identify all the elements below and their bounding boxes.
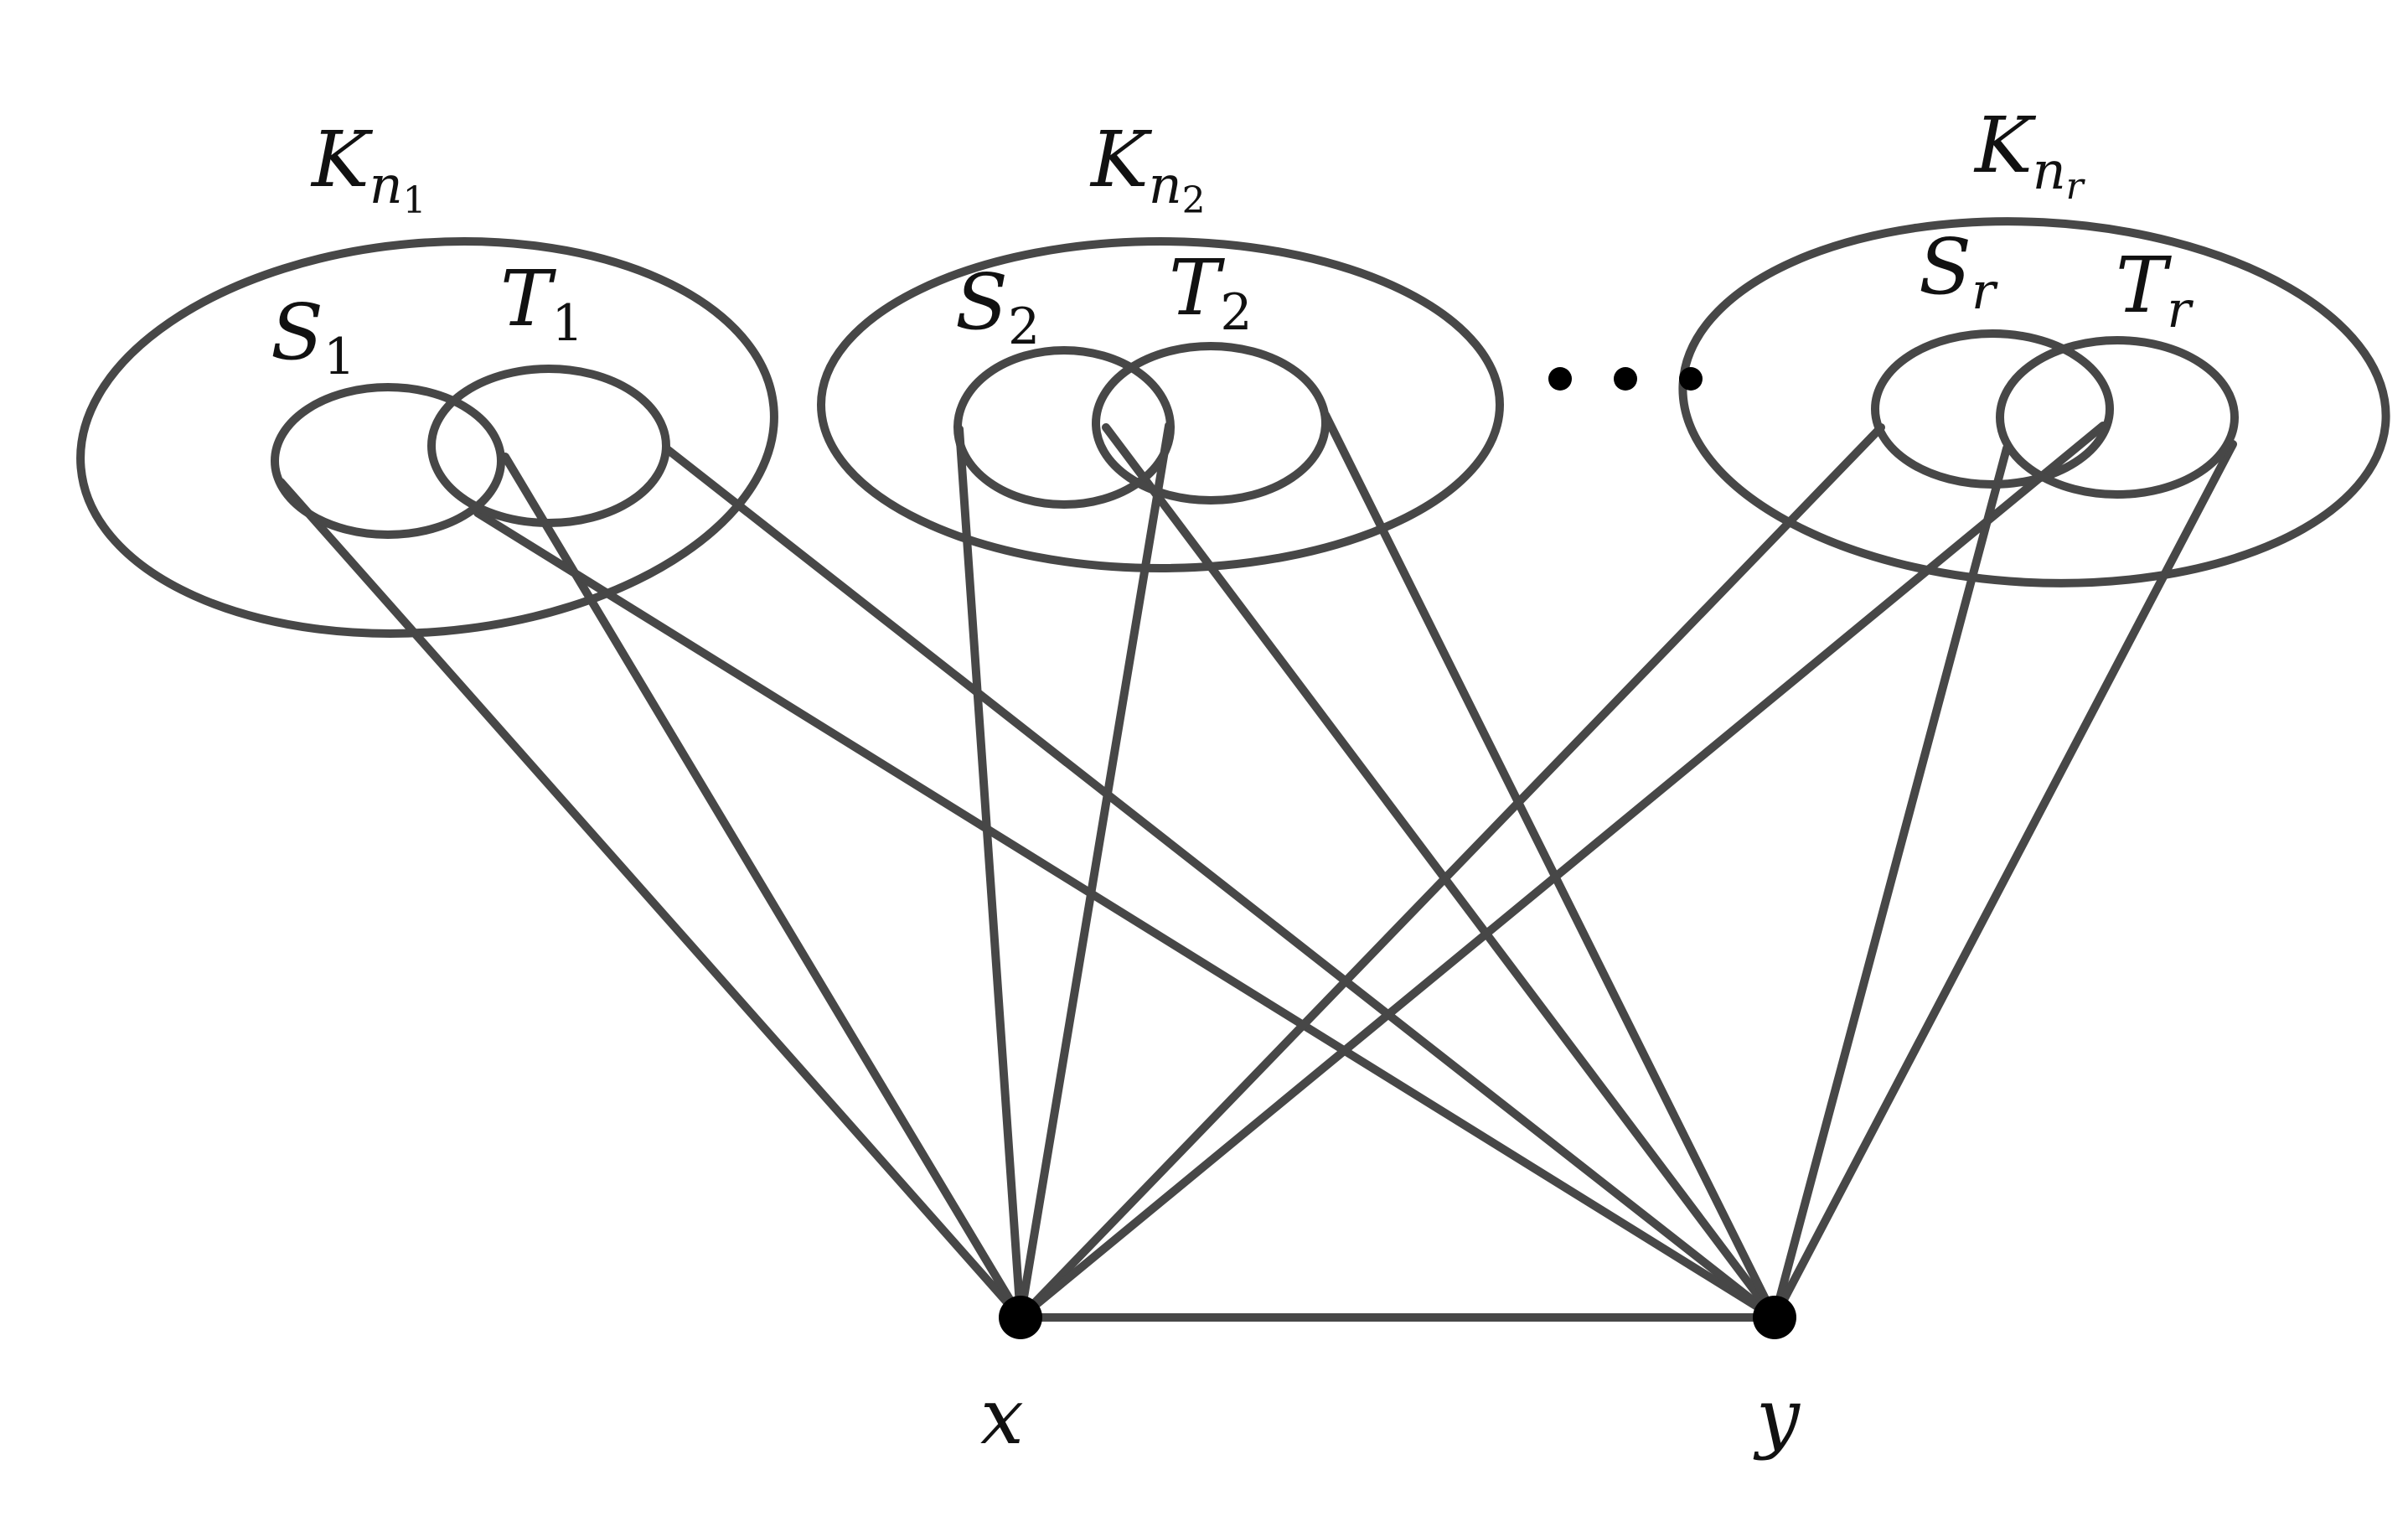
clique-kr	[1678, 217, 2390, 587]
edge-tr-x	[1016, 422, 2107, 1322]
ellipsis-dots	[1548, 367, 1703, 391]
edge-t2-x	[1016, 422, 1173, 1322]
edge-tr-y	[1770, 440, 2237, 1322]
vertex-x	[999, 1296, 1042, 1339]
label-t2: T2	[1169, 243, 1253, 342]
edge-t1-x	[501, 453, 1025, 1322]
clique-k1	[76, 237, 778, 638]
edge-s1-x	[276, 478, 1025, 1322]
label-x: x	[980, 1372, 1024, 1462]
label-y: y	[1753, 1372, 1801, 1462]
label-tr: Tr	[2116, 241, 2194, 339]
edge-s1-y	[473, 509, 1779, 1322]
subset-s2	[953, 346, 1175, 509]
ellipsis-dot-1	[1548, 367, 1572, 391]
label-k2: Kn2	[1089, 115, 1206, 222]
edge-sr-y	[1770, 444, 2011, 1322]
clique-ellipse-kr	[1678, 217, 2390, 587]
label-s1: S1	[271, 287, 355, 386]
label-kr: Knr	[1973, 101, 2086, 208]
clique-ellipse-k1	[76, 237, 778, 638]
subset-t1	[427, 365, 670, 527]
label-t1: T1	[500, 254, 584, 353]
edge-sr-x	[1016, 423, 1885, 1322]
label-sr: Sr	[1919, 222, 1998, 321]
ellipsis-dot-3	[1679, 367, 1703, 391]
label-k1: Kn1	[310, 115, 426, 222]
edge-t2-y	[1321, 411, 1779, 1322]
edge-t1-y	[662, 444, 1779, 1322]
subset-tr	[1996, 336, 2239, 499]
ellipsis-dot-2	[1614, 367, 1637, 391]
clique-ellipse-k2	[817, 237, 1504, 572]
subset-t2	[1092, 342, 1330, 505]
edge-s2-y	[1102, 423, 1779, 1322]
edge-s2-x	[955, 425, 1025, 1322]
subset-s1	[271, 383, 505, 539]
label-s2: S2	[955, 257, 1040, 356]
vertex-y	[1753, 1296, 1796, 1339]
clique-k2	[817, 237, 1504, 572]
subset-sr	[1871, 329, 2114, 489]
edges	[276, 411, 2237, 1322]
